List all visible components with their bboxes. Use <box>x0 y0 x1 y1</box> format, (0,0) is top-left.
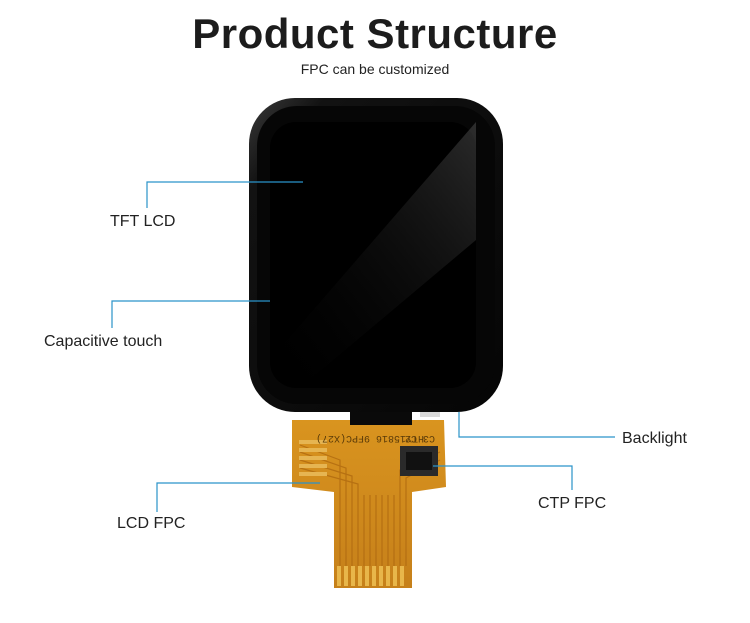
label-ctp-fpc: CTP FPC <box>538 495 607 512</box>
leader-tft-lcd <box>146 181 303 208</box>
fpc-print-code: HTY15816 9FPC(X27) <box>316 432 424 444</box>
label-lcd-fpc: LCD FPC <box>117 515 186 532</box>
leader-capacitive-touch <box>111 300 270 328</box>
label-backlight: Backlight <box>622 430 687 447</box>
display-panel <box>249 98 503 412</box>
fpc-print: HTY15816 9FPC(X27) C3 C2 <box>316 432 435 444</box>
leader-ctp-fpc <box>433 465 573 490</box>
label-capacitive-touch: Capacitive touch <box>44 333 163 350</box>
label-tft-lcd: TFT LCD <box>110 213 176 230</box>
leader-backlight <box>458 412 615 438</box>
page-title: Product Structure <box>192 10 558 57</box>
fpc-print-rev: C3 C2 <box>405 432 435 443</box>
lcd-fpc-ribbon <box>292 420 446 588</box>
leader-lines <box>111 181 615 512</box>
page-subtitle: FPC can be customized <box>300 61 450 77</box>
leader-lcd-fpc <box>156 482 320 512</box>
